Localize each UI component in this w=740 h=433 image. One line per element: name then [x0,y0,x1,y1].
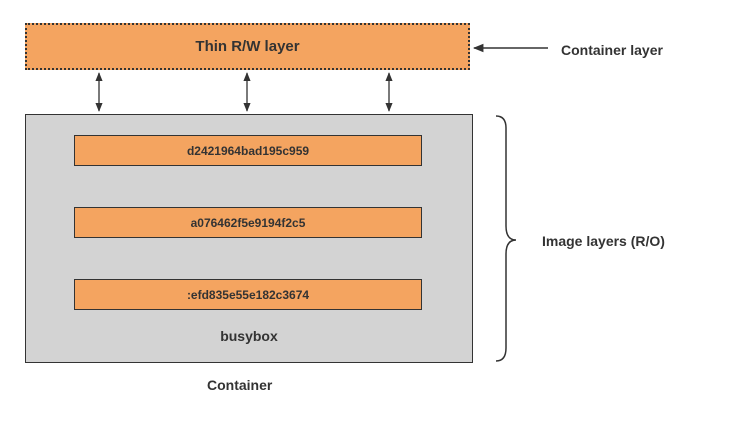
image-layer-1: d2421964bad195c959 [74,135,422,166]
thin-rw-layer-label: Thin R/W layer [195,38,300,55]
thin-rw-layer: Thin R/W layer [25,23,470,70]
image-layers-label: Image layers (R/O) [542,233,665,249]
image-layer-3: :efd835e55e182c3674 [74,279,422,310]
image-layer-2: a076462f5e9194f2c5 [74,207,422,238]
base-image-label: busybox [220,328,278,344]
image-layer-3-id: :efd835e55e182c3674 [186,287,310,302]
image-layers-curly-brace [495,115,517,362]
image-layer-2-id: a076462f5e9194f2c5 [190,215,306,230]
image-container-box: d2421964bad195c959 a076462f5e9194f2c5 :e… [25,114,473,363]
container-label: Container [207,377,273,393]
container-layer-label: Container layer [561,42,663,58]
image-layer-1-id: d2421964bad195c959 [186,143,310,158]
